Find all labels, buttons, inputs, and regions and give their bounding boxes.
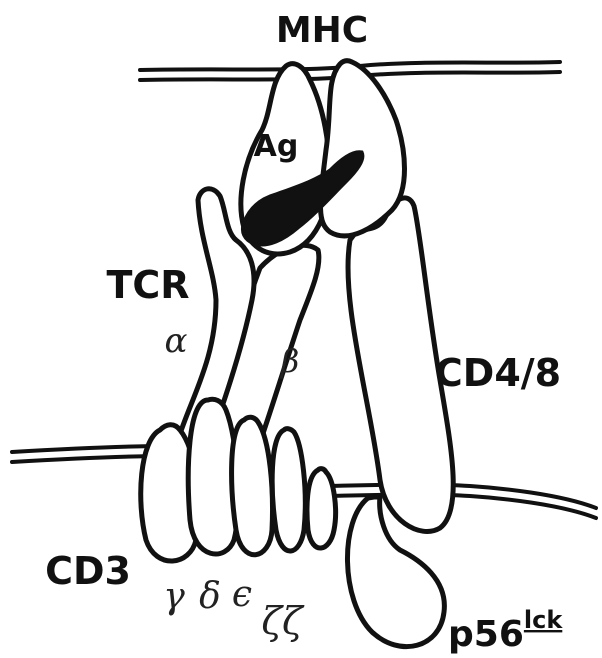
p56-label-base: p56 bbox=[448, 614, 524, 655]
gamma-label: γ bbox=[163, 576, 185, 617]
tcr-label: TCR bbox=[106, 263, 189, 307]
lck-label-superscript: lck bbox=[524, 606, 563, 634]
cd3-epsilon-unit bbox=[232, 417, 273, 555]
cd3-zeta-unit-1 bbox=[272, 429, 305, 551]
cd3-label: CD3 bbox=[45, 549, 131, 593]
mhc-label: MHC bbox=[276, 10, 368, 51]
zeta-label: ζζ bbox=[261, 599, 305, 643]
epsilon-label: ϵ bbox=[232, 574, 252, 615]
mhc-right-lobe bbox=[321, 61, 405, 236]
delta-label: δ bbox=[199, 576, 221, 617]
p56-lck-label: p56lck bbox=[448, 606, 563, 655]
beta-chain-label: β bbox=[280, 342, 300, 380]
cd4-cd8-label: CD4/8 bbox=[435, 351, 561, 395]
antigen-label: Ag bbox=[254, 129, 299, 164]
cd3-zeta-unit-2 bbox=[307, 469, 336, 548]
cd3-complex bbox=[141, 399, 336, 561]
alpha-chain-label: α bbox=[165, 321, 188, 361]
